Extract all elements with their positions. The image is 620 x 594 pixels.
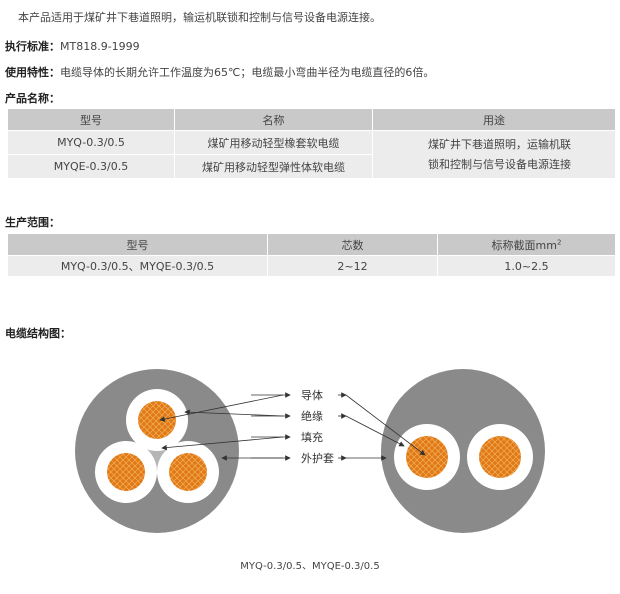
label-insulation: 绝缘 [301, 409, 323, 423]
product-table: 型号 名称 用途 MYQ-0.3/0.5 煤矿用移动轻型橡套软电缆 煤矿井下巷道… [7, 108, 616, 179]
label-conductor: 导体 [301, 388, 323, 402]
product-heading: 产品名称： [5, 92, 60, 105]
characteristics-label: 使用特性： [5, 66, 60, 79]
standard-label: 执行标准： [5, 40, 60, 53]
conductor-top [138, 401, 176, 439]
production-heading: 生产范围： [5, 216, 60, 229]
intro-text: 本产品适用于煤矿井下巷道照明，输运机联锁和控制与信号设备电源连接。 [18, 11, 381, 24]
standard-value: MT818.9-1999 [60, 40, 140, 53]
header-name: 名称 [174, 108, 373, 131]
name-cell: 煤矿用移动轻型弹性体软电缆 [174, 154, 373, 179]
label-sheath: 外护套 [301, 451, 334, 465]
characteristics-value: 电缆导体的长期允许工作温度为65℃；电缆最小弯曲半径为电缆直径的6倍。 [60, 66, 435, 79]
conductor-right-b [479, 436, 521, 478]
section-cell: 1.0~2.5 [437, 255, 616, 277]
diagram-caption: MYQ-0.3/0.5、MYQE-0.3/0.5 [240, 561, 380, 572]
usage-cell: 煤矿井下巷道照明，运输机联 锁和控制与信号设备电源连接 [372, 130, 616, 179]
table-row: MYQ-0.3/0.5 煤矿用移动轻型橡套软电缆 煤矿井下巷道照明，运输机联 锁… [7, 130, 616, 179]
cores-cell: 2~12 [267, 255, 438, 277]
header-model: 型号 [7, 233, 268, 256]
usage-line-1: 煤矿井下巷道照明，运输机联 [428, 137, 571, 151]
product-table-header: 型号 名称 用途 [7, 108, 616, 131]
structure-heading: 电缆结构图： [5, 327, 71, 340]
usage-line-2: 锁和控制与信号设备电源连接 [428, 157, 571, 171]
name-cell: 煤矿用移动轻型橡套软电缆 [174, 130, 373, 155]
standard-line: 执行标准：MT818.9-1999 [5, 38, 140, 54]
label-filler: 填充 [301, 430, 323, 444]
leader-conductor-left [159, 394, 284, 422]
table-row: MYQE-0.3/0.5 煤矿用移动轻型弹性体软电缆 [7, 154, 616, 179]
model-cell: MYQE-0.3/0.5 [7, 154, 175, 179]
header-usage: 用途 [372, 108, 616, 131]
table-row: MYQ-0.3/0.5、MYQE-0.3/0.5 2~12 1.0~2.5 [7, 255, 616, 277]
header-cores: 芯数 [267, 233, 438, 256]
header-section-sup: 2 [556, 237, 562, 246]
header-model: 型号 [7, 108, 175, 131]
model-cell: MYQ-0.3/0.5 [7, 130, 175, 155]
conductor-right-a [406, 436, 448, 478]
leader-filler-left [161, 436, 284, 451]
production-table: 型号 芯数 标称截面mm2 MYQ-0.3/0.5、MYQE-0.3/0.5 2… [7, 233, 616, 277]
header-section-text: 标称截面mm [491, 238, 557, 252]
header-section: 标称截面mm2 [437, 233, 616, 256]
cable-structure-diagram: 导体 绝缘 填充 外护套 [75, 369, 545, 533]
production-table-header: 型号 芯数 标称截面mm2 [7, 233, 616, 256]
conductor-bottom-right [169, 453, 207, 491]
sheath-right [381, 369, 545, 533]
conductor-bottom-left [107, 453, 145, 491]
model-cell: MYQ-0.3/0.5、MYQE-0.3/0.5 [7, 255, 268, 277]
characteristics-line: 使用特性：电缆导体的长期允许工作温度为65℃；电缆最小弯曲半径为电缆直径的6倍。 [5, 64, 434, 80]
leader-insulation-left [184, 409, 284, 417]
